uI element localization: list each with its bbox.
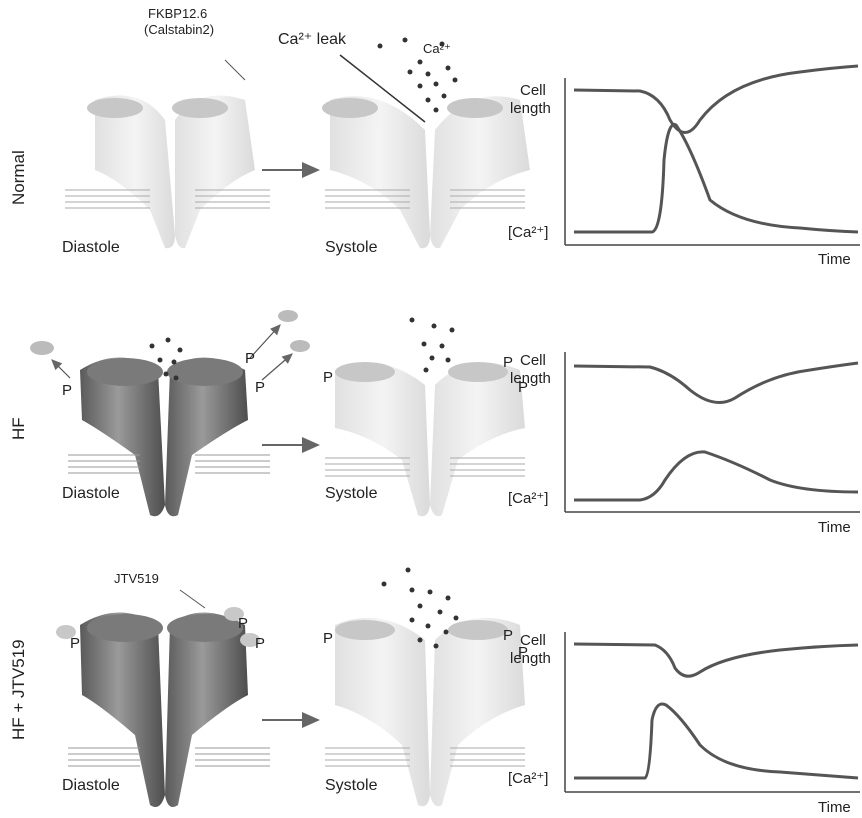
- jtv519-graph: Cell length [Ca²⁺] Time: [508, 632, 860, 816]
- hf-diastole-phospho-right-top: P: [245, 350, 255, 367]
- jtv519-graph-cell-label: Cell: [520, 632, 546, 649]
- jtv519-ca-curve: [574, 704, 858, 778]
- row-label-hf: HF: [9, 417, 28, 440]
- hf-diastole-phospho-right-bottom: P: [255, 379, 265, 396]
- normal-graph-cell-label: Cell: [520, 82, 546, 99]
- jtv519-diastole-phospho-right-bottom: P: [255, 635, 265, 652]
- hf-graph-length-label: length: [510, 370, 551, 387]
- hf-graph: Cell length [Ca²⁺] Time: [508, 352, 860, 536]
- hf-graph-ca-label: [Ca²⁺]: [508, 490, 548, 507]
- normal-ca-curve: [574, 124, 858, 232]
- normal-systole-receptor: [322, 96, 530, 248]
- normal-graph-time-label: Time: [818, 251, 851, 268]
- hf-systole-caption: Systole: [325, 485, 378, 502]
- jtv519-systole-phospho-left: P: [323, 630, 333, 647]
- fkbp-label-line1: FKBP12.6: [148, 6, 207, 21]
- hf-ca-curve: [574, 452, 858, 500]
- jtv519-diastole-phospho-left: P: [70, 635, 80, 652]
- jtv519-graph-time-label: Time: [818, 799, 851, 816]
- normal-diastole-receptor: [87, 96, 255, 249]
- row-label-normal: Normal: [9, 150, 28, 205]
- jtv519-graph-length-label: length: [510, 650, 551, 667]
- fkbp-label-line2: (Calstabin2): [144, 22, 214, 37]
- jtv519-systole-caption: Systole: [325, 777, 378, 794]
- jtv519-diastole-phospho-right-top: P: [238, 615, 248, 632]
- normal-graph-ca-label: [Ca²⁺]: [508, 224, 548, 241]
- hf-systole-phospho-right-top: P: [503, 354, 513, 371]
- normal-graph-length-label: length: [510, 100, 551, 117]
- jtv519-cell-length-curve: [574, 644, 858, 676]
- hf-systole-ca-ions: [410, 318, 455, 373]
- normal-graph: Cell length [Ca²⁺] Time: [508, 66, 860, 268]
- normal-diastole-caption: Diastole: [62, 239, 120, 256]
- hf-diastole-caption: Diastole: [62, 485, 120, 502]
- normal-systole-caption: Systole: [325, 239, 378, 256]
- jtv519-pointer-line: [180, 590, 205, 608]
- hf-graph-time-label: Time: [818, 519, 851, 536]
- normal-cell-length-curve: [574, 66, 858, 133]
- hf-systole-phospho-left: P: [323, 369, 333, 386]
- hf-cell-length-curve: [574, 363, 858, 403]
- jtv519-graph-ca-label: [Ca²⁺]: [508, 770, 548, 787]
- row-label-hf-jtv519: HF + JTV519: [9, 639, 28, 740]
- fkbp-pointer-line: [225, 60, 245, 80]
- ca-leak-label: Ca²⁺ leak: [278, 31, 347, 48]
- jtv519-label: JTV519: [114, 571, 159, 586]
- ca-ion-label: Ca²⁺: [423, 41, 451, 56]
- jtv519-diastole-caption: Diastole: [62, 777, 120, 794]
- hf-diastole-phospho-left: P: [62, 382, 72, 399]
- hf-graph-cell-label: Cell: [520, 352, 546, 369]
- hf-dissociated-fkbp: [30, 310, 310, 355]
- jtv519-systole-phospho-right-top: P: [503, 627, 513, 644]
